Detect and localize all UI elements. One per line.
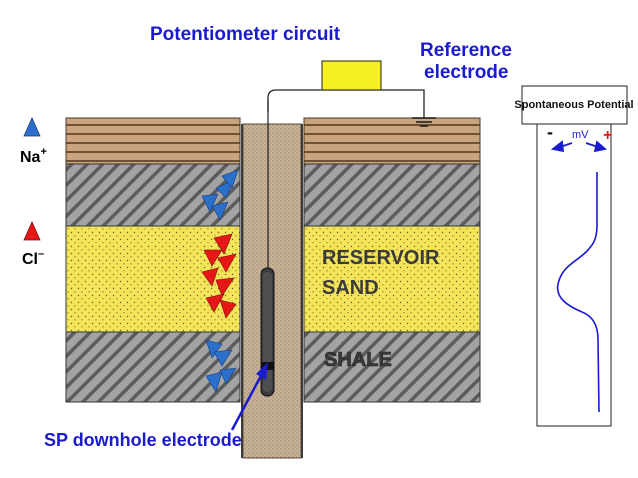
reference-label-line2: electrode [424, 62, 508, 83]
sodium-label: Na+ [20, 146, 47, 166]
reservoir-sand-layer [65, 225, 481, 333]
sp-unit-label: mV [572, 129, 589, 141]
reservoir-label-line1: RESERVOIR [322, 247, 440, 269]
lower-shale-layer [65, 331, 481, 403]
potentiometer-label: Potentiometer circuit [150, 24, 341, 45]
reservoir-label-line2: SAND [322, 277, 379, 299]
reference-electrode-symbol [412, 117, 436, 127]
potentiometer-circuit [267, 60, 425, 118]
sp-log-title: Spontaneous Potential [514, 99, 633, 111]
downhole-label: SP downhole electrode [44, 430, 242, 450]
sodium-ions [201, 169, 239, 393]
sp-log-panel: Spontaneous Potential - mV + [514, 85, 634, 427]
chloride-ions [201, 233, 237, 319]
sp-curve [556, 172, 600, 413]
sp-log-title-box [521, 85, 628, 125]
sp-scale-arrows [550, 140, 607, 153]
sp-log-frame [536, 119, 612, 427]
shale-label: SHALE [324, 349, 392, 371]
sp-minus-sign: - [547, 122, 553, 142]
surface-strata [65, 117, 481, 165]
sp-plus-sign: + [603, 127, 612, 144]
potentiometer-box [321, 60, 382, 91]
chloride-ion-marker [23, 221, 41, 241]
chloride-label: Cl– [22, 248, 44, 268]
reference-label-line1: Reference [420, 40, 512, 61]
downhole-arrow [230, 362, 268, 431]
sodium-ion-marker [23, 117, 41, 137]
